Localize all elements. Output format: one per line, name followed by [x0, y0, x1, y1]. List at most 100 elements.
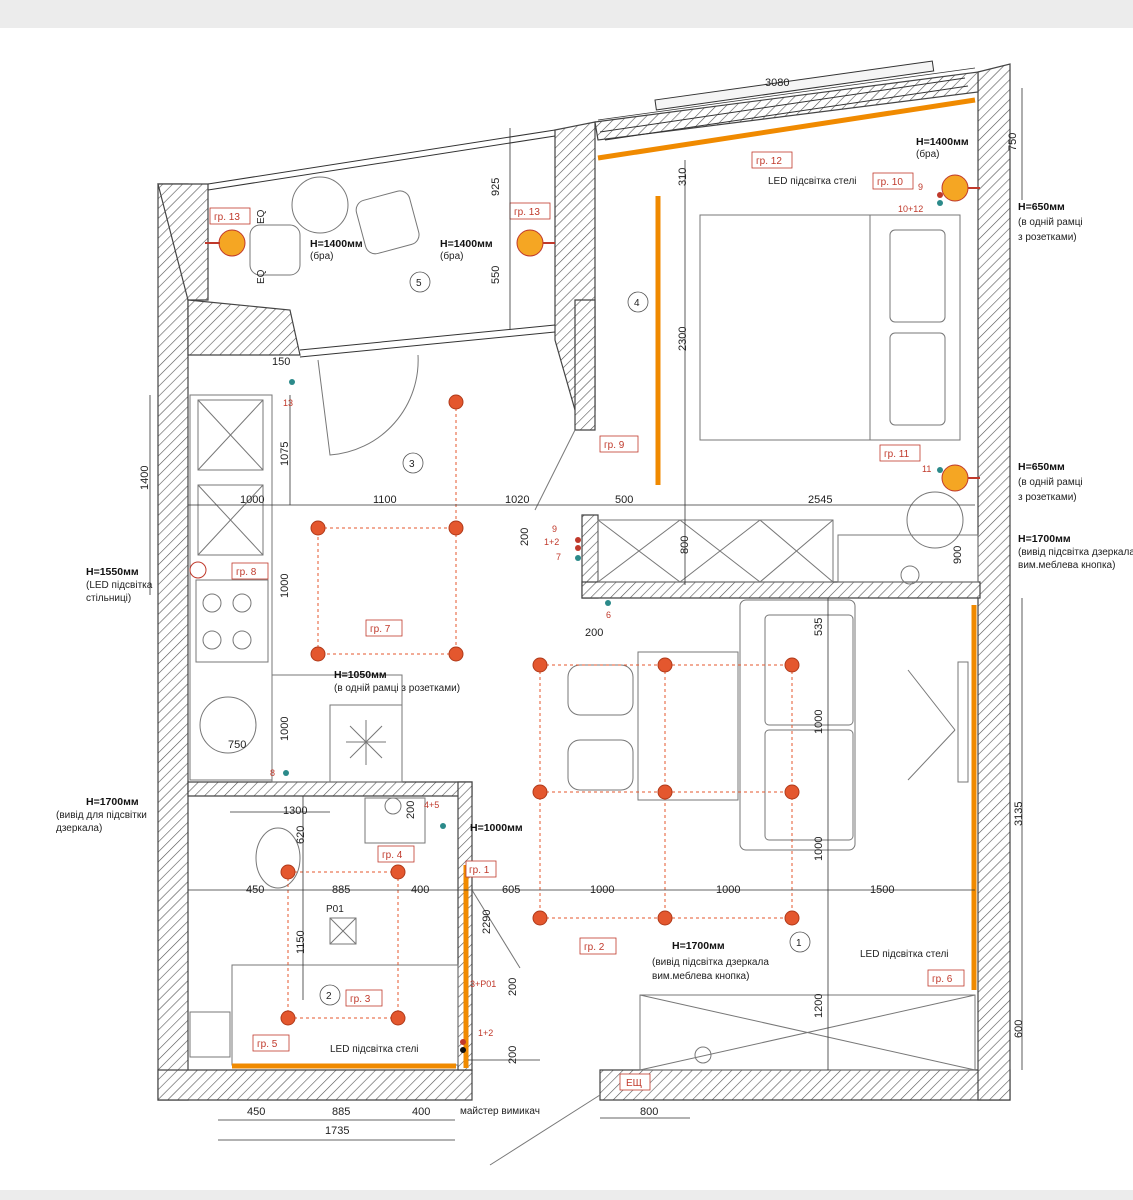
dim-bottom-1735: 1735 — [325, 1125, 349, 1137]
dim-1400: 1400 — [139, 466, 151, 490]
wall-lamps — [205, 174, 980, 492]
dim-bottom-450: 450 — [247, 1106, 265, 1118]
switch-1-2: 1+2 — [544, 537, 559, 547]
dim-310: 310 — [677, 168, 689, 186]
switch-labels: 13 8 9 1+2 7 6 4+5 3+P01 1+2 9 10+12 11 — [270, 182, 931, 1038]
bra-c: (бра) — [916, 148, 940, 160]
dim-1100: 1100 — [373, 494, 397, 506]
height-1700-b: H=1700мм — [86, 796, 139, 808]
dim-bottom-885: 885 — [332, 1106, 350, 1118]
group-label-9: гр. 9 — [604, 440, 625, 451]
dim-200-b: 200 — [585, 627, 603, 639]
switch-9-b: 9 — [918, 182, 923, 192]
group-label-8: гр. 8 — [236, 567, 257, 578]
switch-3-p01: 3+P01 — [470, 979, 496, 989]
windows — [207, 60, 969, 358]
group-label-2: гр. 2 — [584, 942, 605, 953]
height-650-a-note2: з розетками) — [1018, 232, 1077, 243]
dim-1200: 1200 — [813, 994, 825, 1018]
dim-605: 605 — [502, 884, 520, 896]
dimension-labels: 3080 750 925 550 310 2300 150 1075 1400 … — [139, 77, 1025, 1137]
dim-900: 900 — [952, 546, 964, 564]
switch-10-12: 10+12 — [898, 204, 923, 214]
bra-b: (бра) — [440, 250, 464, 262]
dim-1075: 1075 — [279, 442, 291, 466]
room-circles — [319, 271, 811, 1006]
height-1700-a-note1: (вивід підсвітка дзеркала — [1018, 547, 1133, 558]
height-1700-c: H=1700мм — [672, 940, 725, 952]
group-label-10: гр. 10 — [877, 177, 903, 188]
group-label-boxes — [209, 151, 965, 1091]
switch-8: 8 — [270, 768, 275, 778]
room-number-5: 5 — [416, 278, 422, 289]
dim-1150: 1150 — [295, 930, 307, 954]
dim-450: 450 — [246, 884, 264, 896]
height-1400-b: H=1400мм — [440, 238, 493, 250]
dim-400: 400 — [411, 884, 429, 896]
dim-1300: 1300 — [283, 805, 307, 817]
furniture — [189, 176, 979, 1166]
height-1550-note1: (LED підсвітка — [86, 580, 153, 591]
height-1550-note2: стільниці) — [86, 593, 131, 604]
height-1400-c: H=1400мм — [916, 136, 969, 148]
notes: LED підсвітка стелі LED підсвітка стелі … — [256, 176, 949, 1117]
switch-4-5: 4+5 — [424, 800, 439, 810]
dim-550: 550 — [490, 266, 502, 284]
height-1700-c-note2: вим.меблева кнопка) — [652, 970, 749, 982]
led-ceiling-note-b: LED підсвітка стелі — [860, 949, 949, 960]
walls — [157, 63, 1011, 1101]
spot-grid-lines — [287, 402, 793, 1019]
dim-500: 500 — [615, 494, 633, 506]
dim-bottom-400: 400 — [412, 1106, 430, 1118]
dim-2300: 2300 — [677, 327, 689, 351]
led-ceiling-note-c: LED підсвітка стелі — [330, 1044, 419, 1055]
dim-1000-a: 1000 — [240, 494, 264, 506]
dim-1000-d: 1000 — [813, 837, 825, 861]
dim-2545: 2545 — [808, 494, 832, 506]
height-1050-note: (в одній рамці з розетками) — [334, 683, 460, 694]
switch-markers — [189, 192, 943, 1053]
switch-6: 6 — [606, 610, 611, 620]
dim-1000-c: 1000 — [813, 710, 825, 734]
dim-600: 600 — [1013, 1020, 1025, 1038]
group-label-4: гр. 4 — [382, 850, 403, 861]
group-label-6: гр. 6 — [932, 974, 953, 985]
room-number-4: 4 — [634, 298, 640, 309]
group-label-5: гр. 5 — [257, 1039, 278, 1050]
height-1550: H=1550мм — [86, 566, 139, 578]
dim-200-c: 200 — [405, 801, 417, 819]
master-switch-note: майстер вимикач — [460, 1106, 540, 1117]
group-labels: гр. 13 гр. 13 гр. 12 гр. 10 гр. 11 гр. 9… — [214, 156, 953, 1050]
height-1400-a: H=1400мм — [310, 238, 363, 250]
led-strips — [232, 97, 977, 1069]
p01-label: P01 — [326, 904, 344, 915]
viewer-top-bar — [0, 0, 1133, 28]
dim-200-a: 200 — [519, 528, 531, 546]
dim-1000-e: 1000 — [279, 717, 291, 741]
switch-9: 9 — [552, 524, 557, 534]
group-label-3: гр. 3 — [350, 994, 371, 1005]
group-label-13b: гр. 13 — [514, 207, 540, 218]
switch-7: 7 — [556, 552, 561, 562]
room-numbers: 5 4 3 2 1 — [326, 278, 802, 1002]
dim-bottom-800: 800 — [640, 1106, 658, 1118]
eq-label-1: EQ — [256, 209, 267, 224]
height-650-b-note1: (в одній рамці — [1018, 477, 1083, 488]
room-number-2: 2 — [326, 991, 332, 1002]
dim-885: 885 — [332, 884, 350, 896]
bra-a: (бра) — [310, 250, 334, 262]
dim-535: 535 — [813, 618, 825, 636]
dim-750-b: 750 — [228, 739, 246, 751]
dim-1000-f: 1000 — [590, 884, 614, 896]
height-1000: H=1000мм — [470, 822, 523, 834]
dim-800: 800 — [679, 536, 691, 554]
dim-1020: 1020 — [505, 494, 529, 506]
room-number-1: 1 — [796, 938, 802, 949]
height-1700-a: H=1700мм — [1018, 533, 1071, 545]
dim-620: 620 — [295, 826, 307, 844]
dim-150: 150 — [272, 356, 290, 368]
group-label-13a: гр. 13 — [214, 212, 240, 223]
switch-13: 13 — [283, 398, 293, 408]
group-label-12: гр. 12 — [756, 156, 782, 167]
